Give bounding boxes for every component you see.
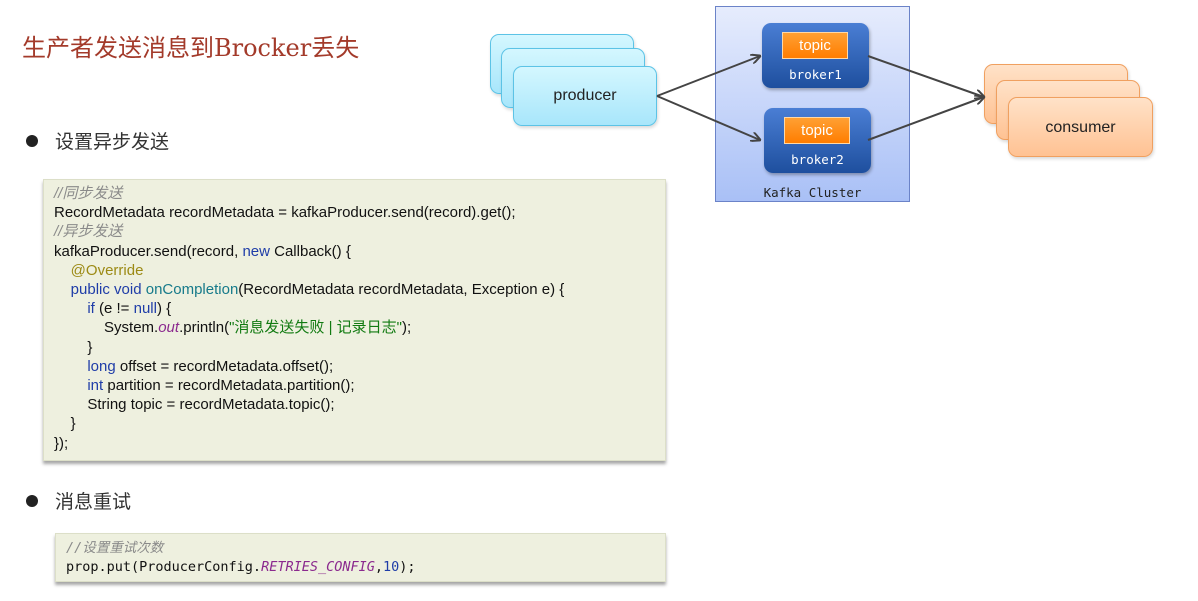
code-keyword: int <box>87 377 104 395</box>
broker-2: topic broker2 <box>764 108 871 173</box>
broker-2-label: broker2 <box>791 152 844 167</box>
producer-label: producer <box>553 87 617 104</box>
code-line: String topic = recordMetadata.topic(); <box>87 396 335 414</box>
code-line: kafkaProducer.send(record, <box>54 242 243 260</box>
broker-1-label: broker1 <box>789 67 842 82</box>
bullet-async: 设置异步发送 <box>26 127 169 154</box>
code-line: Callback() { <box>269 242 351 260</box>
cluster-label: Kafka Cluster <box>763 185 862 200</box>
code-line: ) { <box>156 300 172 318</box>
bullet-async-label: 设置异步发送 <box>55 131 170 153</box>
bullet-retry: 消息重试 <box>26 487 131 514</box>
consumer-card: consumer <box>1008 97 1153 157</box>
code-line: ); <box>399 559 416 575</box>
arrow-broker2-consumer <box>867 97 984 141</box>
code-keyword: new <box>242 242 270 260</box>
code-keyword: null <box>133 300 157 318</box>
code-comment: //同步发送 <box>54 185 123 202</box>
arrow-producer-broker1 <box>656 56 760 97</box>
broker-1-topic: topic <box>782 32 848 59</box>
code-keyword: long <box>87 357 116 375</box>
page-title: 生产者发送消息到Brocker丢失 <box>22 34 360 62</box>
code-line: prop.put(ProducerConfig. <box>66 559 262 575</box>
code-keyword: public void <box>70 281 142 299</box>
code-method: onCompletion <box>145 281 239 299</box>
code-line: .println( <box>179 319 230 337</box>
kafka-cluster: topic broker1 topic broker2 Kafka Cluste… <box>715 6 910 202</box>
code-comment: //异步发送 <box>54 223 123 241</box>
code-comment: //设置重试次数 <box>66 540 164 556</box>
arrow-producer-broker2 <box>656 95 760 140</box>
code-line: offset = recordMetadata.offset(); <box>115 357 334 375</box>
code-line: RecordMetadata recordMetadata = kafkaPro… <box>54 204 516 222</box>
code-line: , <box>374 559 384 575</box>
code-line: (RecordMetadata recordMetadata, Exceptio… <box>238 281 565 299</box>
broker-2-topic: topic <box>784 117 850 144</box>
retry-code: //设置重试次数 prop.put(ProducerConfig.RETRIES… <box>66 539 416 577</box>
bullet-retry-label: 消息重试 <box>55 491 132 513</box>
async-code-block: //同步发送 RecordMetadata recordMetadata = k… <box>43 179 666 461</box>
code-string: "消息发送失败 | 记录日志" <box>229 319 402 337</box>
bullet-dot-icon <box>26 494 38 507</box>
code-line: System. <box>104 319 159 337</box>
code-line: partition = recordMetadata.partition(); <box>103 377 355 395</box>
consumer-label: consumer <box>1045 119 1116 136</box>
async-code: //同步发送 RecordMetadata recordMetadata = k… <box>54 184 564 453</box>
code-keyword: if <box>87 300 95 318</box>
code-number: 10 <box>383 559 400 575</box>
code-field: out <box>158 319 180 337</box>
arrow-broker1-consumer <box>867 55 984 97</box>
producer-card: producer <box>513 66 657 126</box>
broker-1: topic broker1 <box>762 23 869 88</box>
code-line: ); <box>401 319 412 337</box>
code-line: (e != <box>94 300 134 318</box>
code-line: }); <box>54 434 69 452</box>
code-constant: RETRIES_CONFIG <box>261 559 375 575</box>
code-line: } <box>87 338 93 356</box>
code-annotation: @Override <box>70 261 144 279</box>
retry-code-block: //设置重试次数 prop.put(ProducerConfig.RETRIES… <box>55 533 666 582</box>
bullet-dot-icon <box>26 134 38 147</box>
code-line: } <box>70 415 76 433</box>
